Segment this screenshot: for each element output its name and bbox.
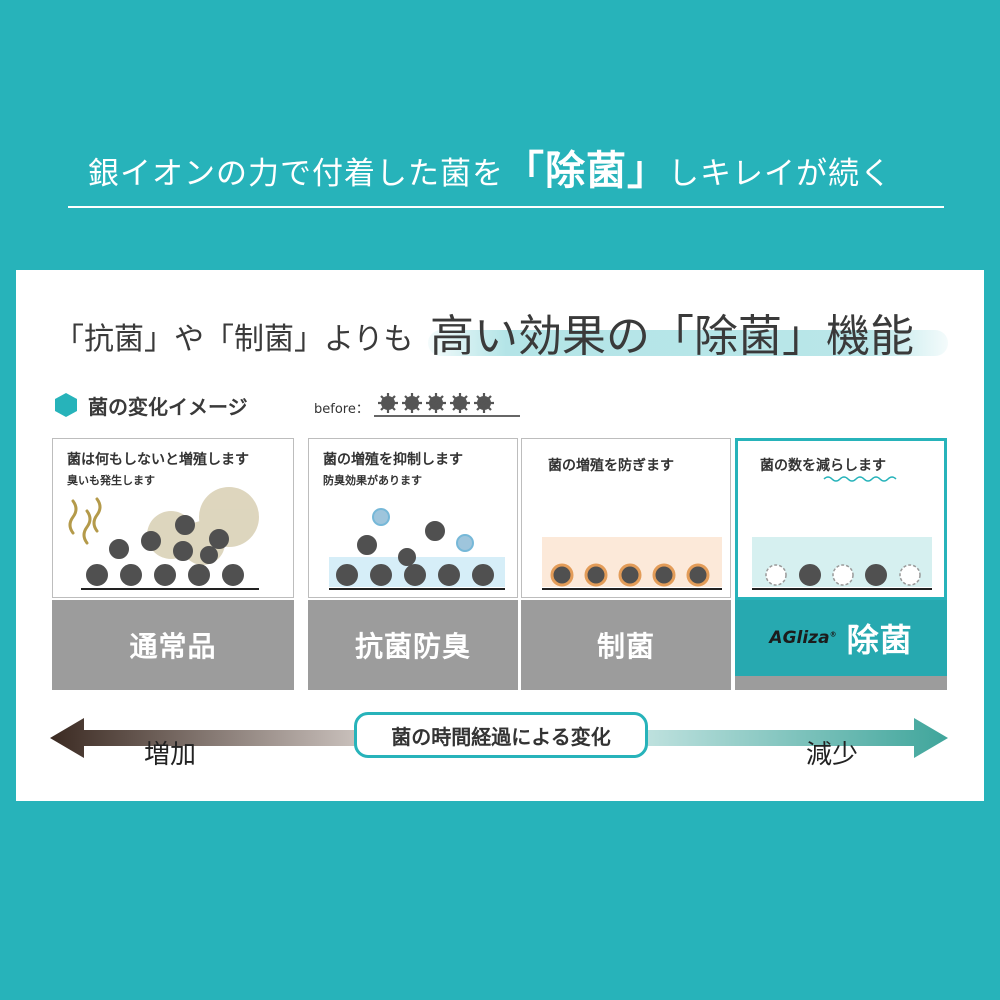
headline-part2: しキレイが続く [668, 156, 892, 192]
card-sterilization: 菌の数を減らします [735, 438, 947, 600]
before-label: before： [314, 402, 369, 417]
brand-logo: AGliza® [769, 628, 836, 648]
card-sterilization-title: 菌の数を減らします [760, 458, 886, 474]
brand-name: AGliza [769, 628, 830, 648]
card-sterilization-illustration [752, 476, 932, 590]
timeline-center-label: 菌の時間経過による変化 [354, 712, 648, 758]
card-antibacterial-title: 菌の増殖を抑制します [323, 452, 463, 468]
card-normal-title: 菌は何もしないと増殖します [67, 452, 249, 468]
label-sterilization: AGliza® 除菌 [735, 600, 947, 676]
germ-icon [474, 393, 494, 413]
before-germ-row [374, 393, 520, 417]
germ-icon [426, 393, 446, 413]
card-normal-subtitle: 臭いも発生します [67, 474, 155, 487]
card-antibacterial-subtitle: 防臭効果があります [323, 474, 422, 487]
card-antibacterial-illustration [329, 508, 505, 590]
highlight-brush [428, 330, 948, 356]
card-bacteriostatic: 菌の増殖を防ぎます [521, 438, 731, 598]
headline-emphasis: 「除菌」 [504, 147, 668, 194]
brand-mark: ® [829, 630, 837, 639]
card-bacteriostatic-title: 菌の増殖を防ぎます [548, 458, 674, 474]
comparison-panel: 「抗菌」や「制菌」よりも 高い効果の「除菌」機能 菌の変化イメージ before… [16, 270, 984, 801]
card-normal-illustration [68, 487, 259, 590]
hexagon-icon [55, 393, 77, 417]
timeline-left-label: 増加 [144, 740, 197, 770]
headline-text: 銀イオンの力で付着した菌を「除菌」しキレイが続く [88, 138, 892, 196]
subheading-right: 高い効果の「除菌」機能 [430, 311, 914, 362]
card-antibacterial: 菌の増殖を抑制します 防臭効果があります [308, 438, 518, 598]
legend-title: 菌の変化イメージ [88, 395, 248, 419]
germ-icon [402, 393, 422, 413]
label-normal: 通常品 [52, 600, 294, 690]
germ-icon [378, 393, 398, 413]
germ-icon [450, 393, 470, 413]
timeline-right-label: 減少 [806, 740, 859, 770]
label-sterilization-text: 除菌 [846, 621, 913, 659]
headline-part1: 銀イオンの力で付着した菌を [88, 156, 504, 192]
accent-strip [735, 676, 947, 690]
headline: 銀イオンの力で付着した菌を「除菌」しキレイが続く [68, 140, 944, 208]
label-antibacterial: 抗菌防臭 [308, 600, 518, 690]
card-normal: 菌は何もしないと増殖します 臭いも発生します [52, 438, 294, 598]
subheading-left: 「抗菌」や「制菌」よりも [54, 322, 414, 357]
label-bacteriostatic: 制菌 [521, 600, 731, 690]
card-bacteriostatic-illustration [542, 537, 722, 590]
